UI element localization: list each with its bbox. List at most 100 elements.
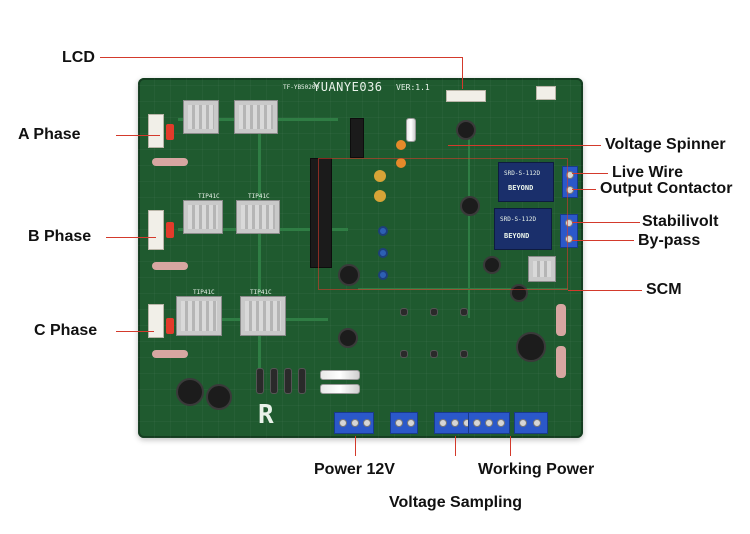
resistor [152,350,188,358]
electrolytic-capacitor [338,264,360,286]
phase-capacitor [166,318,174,334]
electrolytic-capacitor [516,332,546,362]
resistor [556,346,566,378]
voltage-spinner-leader [448,145,601,146]
transistor-label: TIP41C [248,193,270,200]
fuse [320,370,360,380]
resistor [556,304,566,336]
bypass-label: By-pass [638,232,701,249]
c-phase-connector [148,304,164,338]
c-phase-leader [116,331,154,332]
lcd-connector [446,90,486,102]
relay-brand: BEYOND [504,232,530,240]
diode [298,368,306,394]
pcb-trace [468,138,470,318]
electrolytic-capacitor [456,120,476,140]
diode [256,368,264,394]
component [400,350,408,358]
heatsink [240,296,286,336]
phase-capacitor [166,222,174,238]
relay-bypass [494,208,552,250]
fuse [320,384,360,394]
board-title: YUANYE036 [313,80,383,94]
crystal [406,118,416,142]
stabilivolt-label: Stabilivolt [642,213,719,230]
board-version: VER:1.1 [396,83,430,92]
c-phase-label: C Phase [34,322,98,339]
a-phase-label: A Phase [18,126,81,143]
resistor [152,158,188,166]
output-contactor-leader [572,189,596,190]
power-12v-terminal [334,412,374,434]
part-code: TF-YB50200 [283,84,320,91]
component [460,308,468,316]
voltage-sampling-terminal [434,412,476,434]
a-phase-connector [148,114,164,148]
regulator-heatsink [528,256,556,282]
electrolytic-capacitor [176,378,204,406]
heatsink [183,100,219,134]
voltage-sampling-leader [455,436,456,456]
b-phase-connector [148,210,164,250]
lcd-leader [100,57,462,58]
transistor-label: TIP41C [198,193,220,200]
lcd-leader-drop [462,57,463,89]
heatsink [234,100,278,134]
a-phase-leader [116,135,160,136]
pcb-board: TF-YB50200 YUANYE036 VER:1.1 R TIP41C TI… [138,78,583,438]
potentiometer [374,170,386,182]
live-wire-leader [572,173,608,174]
relay-output [498,162,554,202]
capacitor [396,140,406,150]
component [460,350,468,358]
electrolytic-capacitor [338,328,358,348]
working-power-terminal-b [514,412,548,434]
scm-label: SCM [646,281,682,298]
potentiometer [374,190,386,202]
component [400,308,408,316]
bypass-leader [572,240,634,241]
working-power-label: Working Power [478,461,595,478]
voltage-spinner-label: Voltage Spinner [605,136,726,153]
blue-component [378,248,388,258]
stabilivolt-leader [572,222,640,223]
scm-outline [318,158,568,290]
electrolytic-capacitor [460,196,480,216]
transistor-label: TIP41C [250,289,272,296]
power-12v-leader [355,436,356,456]
component [430,308,438,316]
transistor-label: TIP41C [193,289,215,296]
heatsink [176,296,222,336]
working-power-terminal-a [468,412,510,434]
middle-terminal [390,412,418,434]
diode [284,368,292,394]
capacitor [396,158,406,168]
blue-component [378,270,388,280]
relay-model: SRD-S-112D [500,216,537,223]
board-logo: R [258,400,274,430]
output-contactor-label: Output Contactor [600,180,733,197]
component [430,350,438,358]
electrolytic-capacitor [206,384,232,410]
header-connector [536,86,556,100]
electrolytic-capacitor [510,284,528,302]
relay-brand: BEYOND [508,184,534,192]
voltage-sampling-label: Voltage Sampling [389,494,523,511]
live-wire-label: Live Wire [612,164,683,181]
scm-leader [568,290,642,291]
power-12v-label: Power 12V [314,461,395,478]
resistor [152,262,188,270]
relay-model: SRD-S-112D [504,170,541,177]
pcb-trace [258,118,261,378]
heatsink [183,200,223,234]
ic-chip [350,118,364,158]
heatsink [236,200,280,234]
phase-capacitor [166,124,174,140]
lcd-label: LCD [62,49,95,66]
diode [270,368,278,394]
b-phase-leader [106,237,156,238]
b-phase-label: B Phase [28,228,92,245]
blue-component [378,226,388,236]
working-power-leader [510,436,511,456]
electrolytic-capacitor [483,256,501,274]
